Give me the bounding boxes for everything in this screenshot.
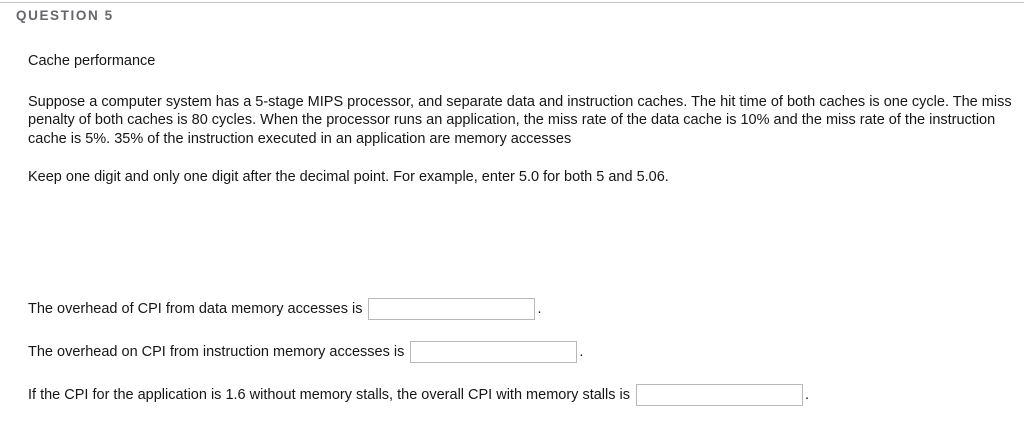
answer-input-instruction-memory[interactable] [410, 341, 578, 363]
answer-row: If the CPI for the application is 1.6 wi… [28, 384, 1018, 406]
answer-row: The overhead on CPI from instruction mem… [28, 341, 1018, 363]
question-top-divider [0, 2, 1024, 3]
answer-label-data-memory: The overhead of CPI from data memory acc… [28, 301, 363, 317]
question-format-note: Keep one digit and only one digit after … [28, 169, 669, 185]
answer-row-period: . [579, 344, 584, 360]
question-number-heading: QUESTION 5 [16, 8, 114, 23]
answer-label-overall-cpi: If the CPI for the application is 1.6 wi… [28, 387, 630, 403]
answer-label-instruction-memory: The overhead on CPI from instruction mem… [28, 344, 405, 360]
answer-row: The overhead of CPI from data memory acc… [28, 298, 1018, 320]
answer-row-period: . [804, 387, 810, 403]
answer-input-data-memory[interactable] [368, 298, 536, 320]
answer-fields-group: The overhead of CPI from data memory acc… [28, 298, 1018, 406]
answer-row-period: . [537, 301, 542, 317]
answer-input-overall-cpi[interactable] [635, 384, 803, 406]
question-prompt-text: Suppose a computer system has a 5-stage … [28, 93, 1012, 147]
question-body: Cache performance Suppose a computer sys… [28, 52, 1018, 187]
question-topic: Cache performance [28, 53, 156, 69]
